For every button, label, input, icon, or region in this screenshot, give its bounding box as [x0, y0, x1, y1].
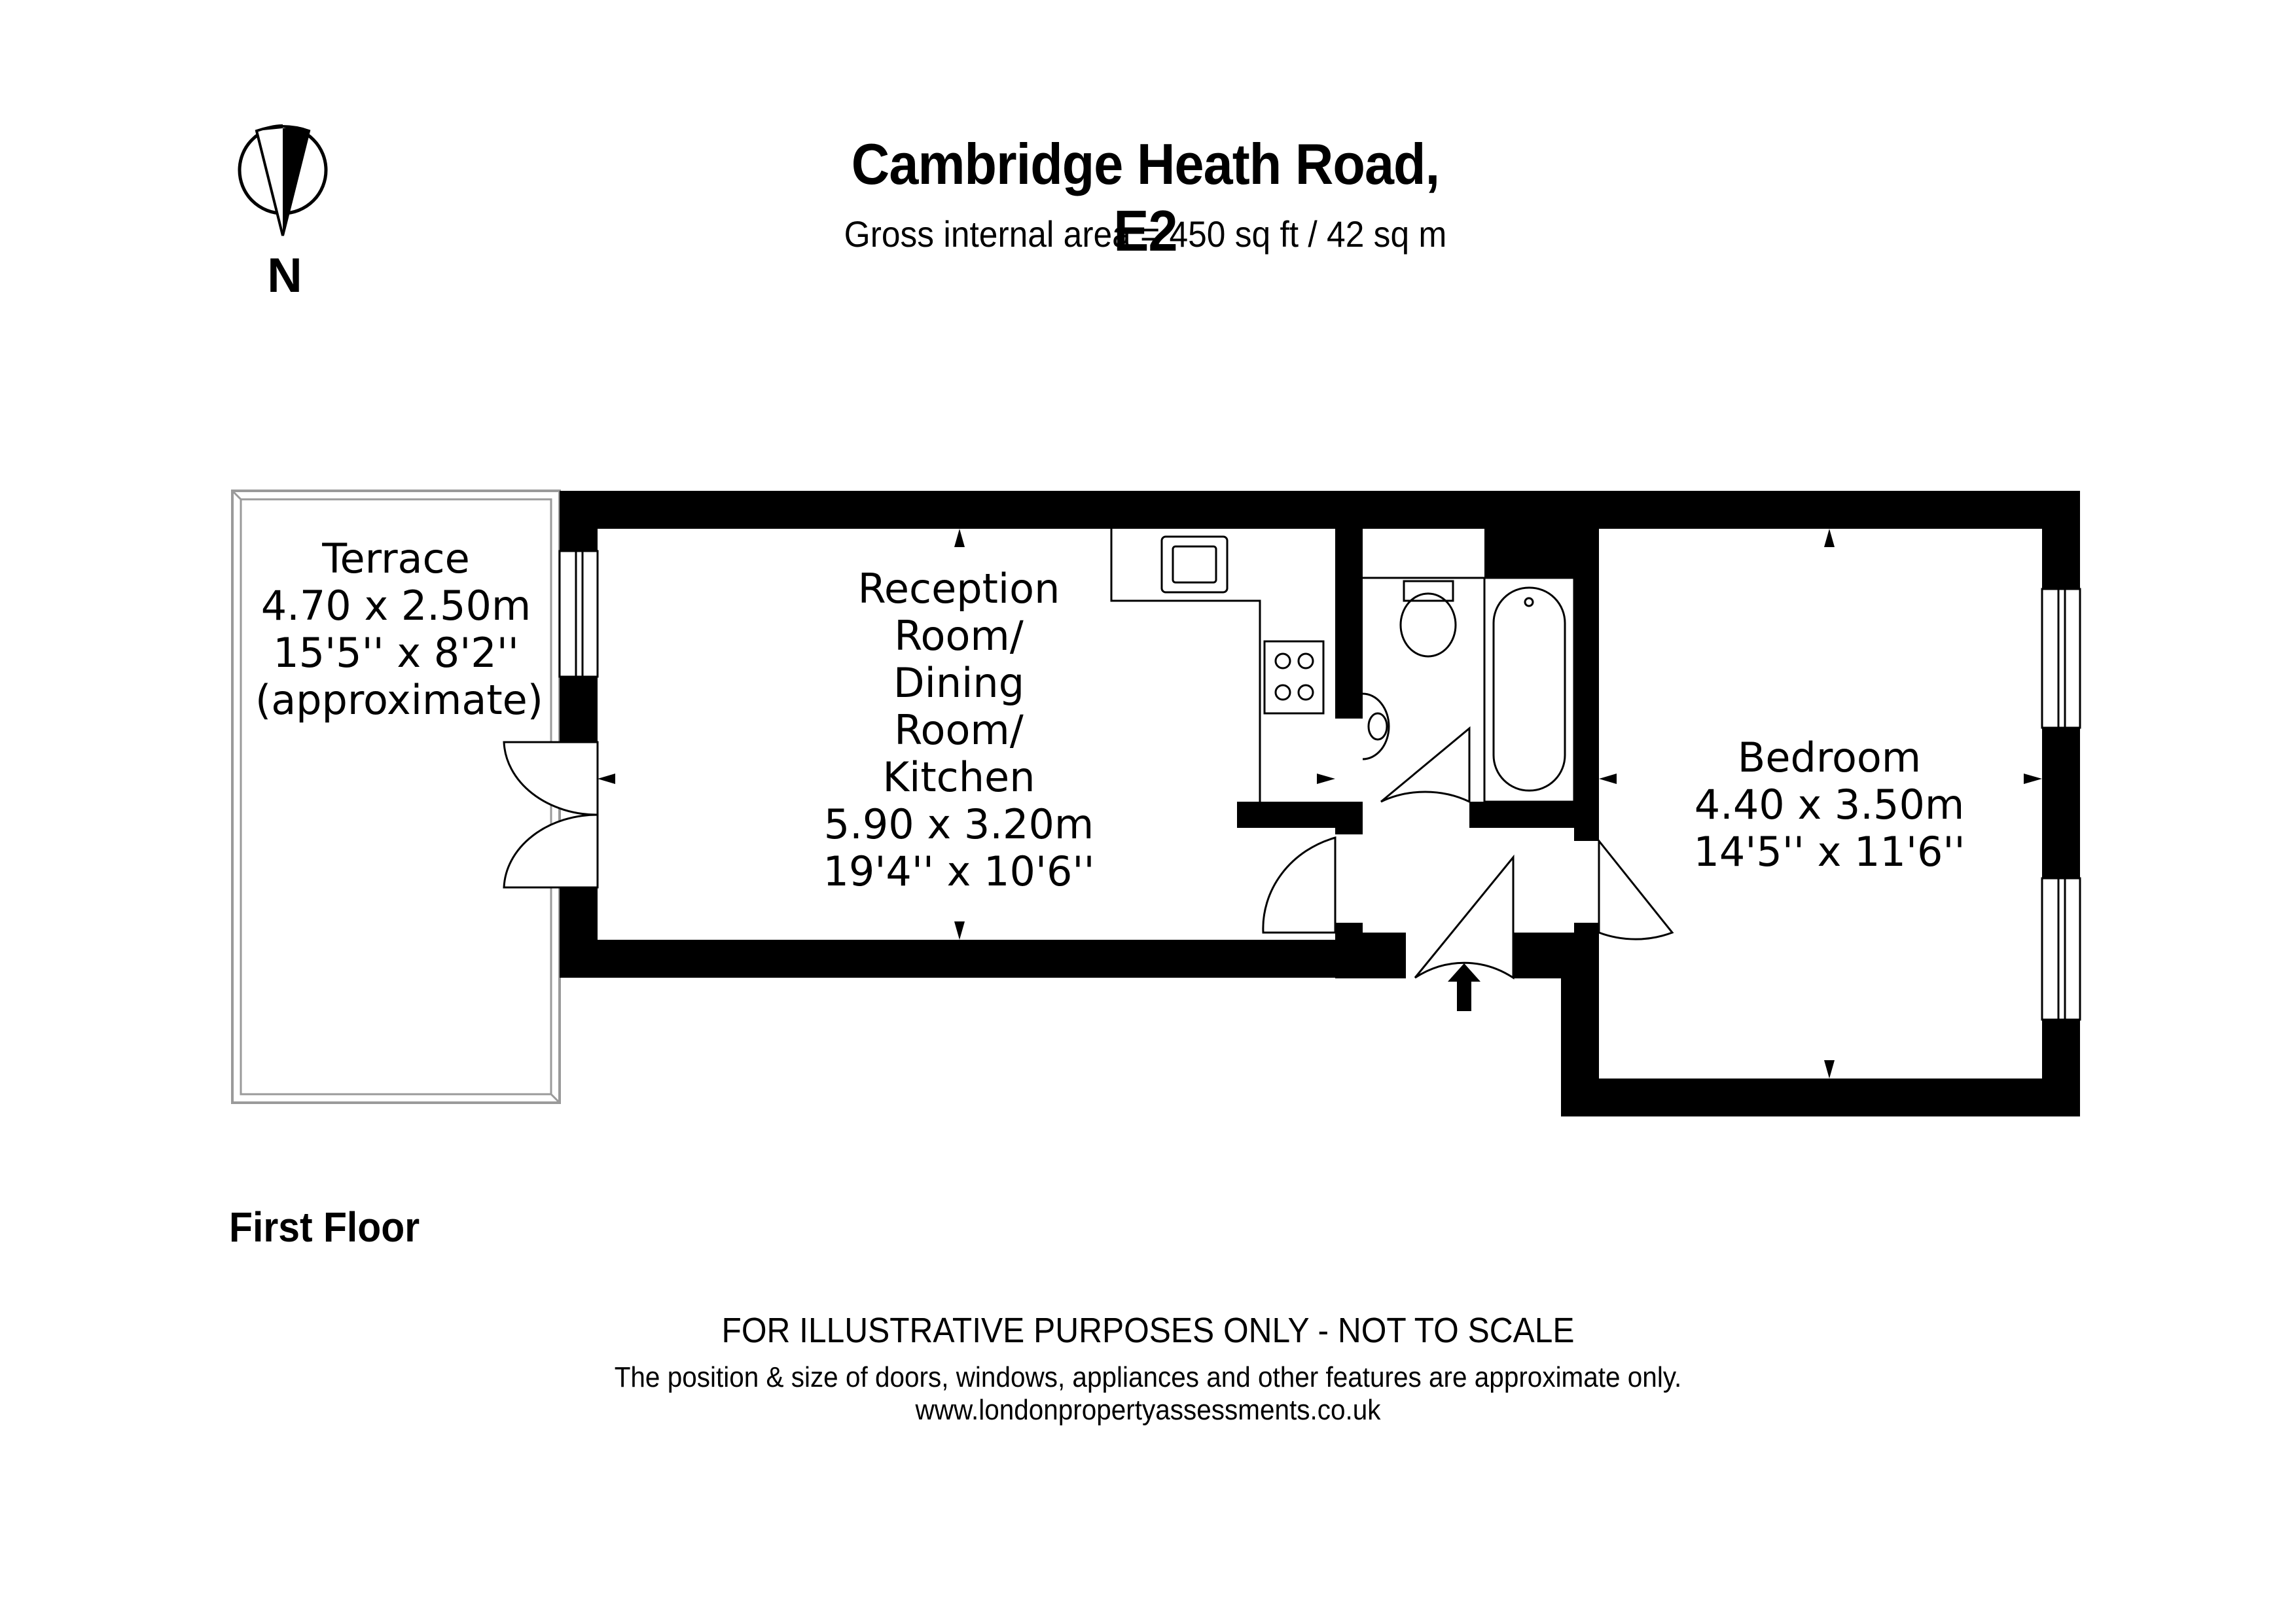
reception-name-3: Dining — [893, 659, 1025, 707]
walls — [560, 491, 2080, 1116]
website-url: www.londonpropertyassessments.co.uk — [915, 1394, 1381, 1426]
floor-label: First Floor — [229, 1204, 420, 1251]
terrace-label: Terrace 4.70 x 2.50m 15'5'' x 8'2'' (app… — [255, 535, 543, 724]
kitchen-units — [1110, 529, 1325, 802]
dimension-arrows — [598, 529, 2042, 1079]
bedroom-metric: 4.40 x 3.50m — [1694, 781, 1965, 829]
terrace-imperial: 15'5'' x 8'2'' — [273, 629, 519, 677]
reception-name-1: Reception — [857, 565, 1060, 613]
reception-label: Reception Room/ Dining Room/ Kitchen 5.9… — [818, 565, 1100, 895]
terrace-metric: 4.70 x 2.50m — [260, 582, 531, 630]
reception-metric: 5.90 x 3.20m — [823, 800, 1094, 848]
windows — [558, 550, 2081, 1021]
doors — [503, 726, 1674, 980]
reception-name-2: Room/ — [894, 612, 1024, 660]
bathroom-fittings — [1362, 577, 1575, 803]
terrace-name: Terrace — [322, 535, 470, 582]
terrace-note: (approximate) — [255, 676, 543, 724]
reception-imperial: 19'4'' x 10'6'' — [823, 847, 1095, 895]
illustrative-disclaimer: FOR ILLUSTRATIVE PURPOSES ONLY - NOT TO … — [721, 1311, 1575, 1350]
reception-name-5: Kitchen — [882, 753, 1035, 801]
bedroom-label: Bedroom 4.40 x 3.50m 14'5'' x 11'6'' — [1689, 734, 1970, 876]
north-arrow-icon — [238, 124, 328, 236]
entrance-arrow-icon — [1448, 963, 1480, 1011]
bedroom-name: Bedroom — [1737, 734, 1922, 781]
approximate-disclaimer: The position & size of doors, windows, a… — [614, 1361, 1682, 1393]
north-label: N — [267, 248, 302, 302]
plan-title: Cambridge Heath Road, E2 — [851, 132, 1440, 263]
gross-area-subtitle: Gross internal area = 450 sq ft / 42 sq … — [844, 213, 1447, 255]
bedroom-imperial: 14'5'' x 11'6'' — [1693, 828, 1965, 876]
reception-name-4: Room/ — [894, 706, 1024, 754]
